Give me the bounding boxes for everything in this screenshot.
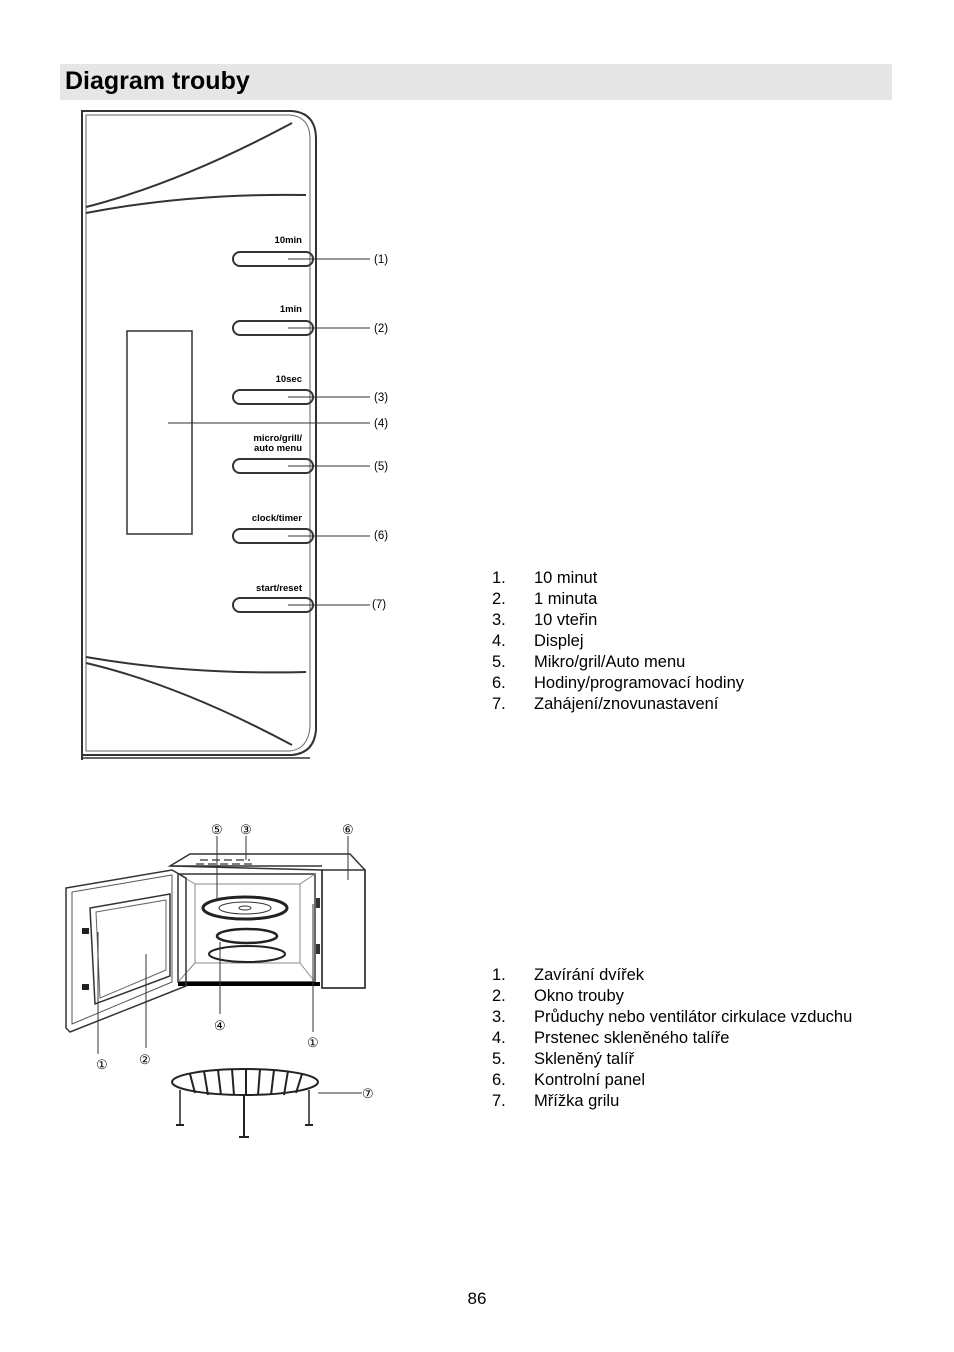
button-label: auto menu [254, 443, 302, 454]
list-item: 2.1 minuta [492, 590, 598, 608]
callout-3: ③ [240, 822, 252, 837]
button-1min: 1min (2) [232, 304, 388, 336]
callout-6: ⑥ [342, 822, 354, 837]
panel-outline [81, 110, 317, 756]
list-item: 3.Průduchy nebo ventilátor cirkulace vzd… [492, 1008, 853, 1026]
list-item: 7.Zahájení/znovunastavení [492, 695, 719, 713]
button-label: start/reset [256, 583, 303, 594]
list-item: 4.Prstenec skleněného talíře [492, 1029, 730, 1047]
callout: (4) [374, 418, 388, 430]
title-bar: Diagram trouby [60, 64, 892, 100]
callout-1-right: ① [307, 1035, 319, 1050]
list-item: 4.Displej [492, 632, 584, 650]
callout-5: ⑤ [211, 822, 223, 837]
button-10sec: 10sec (3) [232, 374, 388, 405]
callout: (5) [374, 461, 388, 473]
callout: (6) [374, 530, 388, 542]
callout-2: ② [139, 1052, 151, 1067]
button-label: micro/grill/ [253, 433, 302, 444]
page-title: Diagram trouby [65, 67, 250, 95]
button-micro-grill: micro/grill/ auto menu (5) [232, 433, 388, 474]
callout: (2) [374, 323, 388, 335]
oven-diagram: ⑤ ③ ⑥ ④ ① ② ① [65, 822, 374, 1138]
list-item: 6.Hodiny/programovací hodiny [492, 674, 745, 692]
list-item: 1.10 minut [492, 569, 598, 587]
panel-parts-list: 1.10 minut 2.1 minuta 3.10 vteřin 4.Disp… [492, 568, 744, 715]
oven-parts-list: 1.Zavírání dvířek 2.Okno trouby 3.Průduc… [492, 965, 852, 1112]
callout: (1) [374, 254, 388, 266]
page-number: 86 [467, 1289, 487, 1308]
display-window [126, 330, 193, 535]
control-panel-diagram: 10min (1) 1min (2) 10sec (3) (4) micro/g… [81, 110, 388, 760]
callout-7: ⑦ [362, 1086, 374, 1101]
button-label: 10sec [276, 374, 302, 385]
callout: (3) [374, 392, 388, 404]
button-label: 1min [280, 304, 302, 315]
list-item: 7.Mřížka grilu [492, 1092, 620, 1110]
button-clock-timer: clock/timer (6) [232, 513, 388, 544]
list-item: 2.Okno trouby [492, 987, 624, 1005]
list-item: 6.Kontrolní panel [492, 1071, 645, 1089]
button-label: clock/timer [252, 513, 302, 524]
button-label: 10min [275, 235, 303, 246]
list-item: 1.Zavírání dvířek [492, 966, 645, 984]
button-10min: 10min (1) [232, 235, 388, 267]
callout-4: ④ [214, 1018, 226, 1033]
list-item: 3.10 vteřin [492, 611, 598, 629]
button-start-reset: start/reset (7) [232, 583, 386, 613]
callout: (7) [372, 599, 386, 611]
callout-1-left: ① [96, 1057, 108, 1072]
list-item: 5.Skleněný talíř [492, 1050, 634, 1068]
display-callout: (4) [168, 418, 388, 430]
list-item: 5.Mikro/gril/Auto menu [492, 653, 686, 671]
